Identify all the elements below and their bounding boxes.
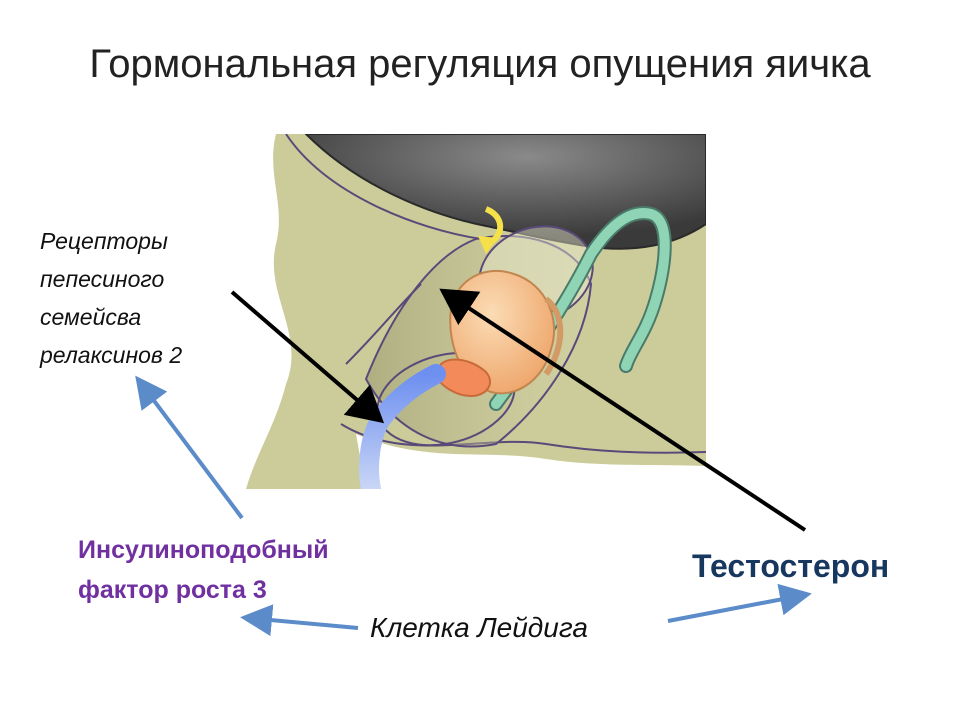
receptor-label-line: релаксинов 2 bbox=[40, 342, 183, 368]
leydig-to-igf-arrow bbox=[240, 604, 359, 637]
receptor-pointer-arrow bbox=[230, 290, 385, 424]
canal-edge bbox=[345, 283, 422, 365]
testosterone-pointer-arrow bbox=[439, 288, 807, 532]
igf3-label-line: Инсулиноподобный bbox=[78, 536, 329, 564]
igf3-label-line: фактор роста 3 bbox=[78, 576, 267, 604]
receptor-label: Рецепторы пепесиного семейсва релаксинов… bbox=[40, 222, 182, 374]
receptor-label-line: Рецепторы bbox=[40, 228, 168, 254]
testosterone-label: Тестостерон bbox=[692, 548, 890, 584]
lower-space bbox=[356, 434, 706, 489]
gubernaculum-head bbox=[434, 358, 491, 398]
slide-title: Гормональная регуляция опущения яичка bbox=[89, 42, 871, 86]
outer-space bbox=[246, 134, 292, 489]
receptor-label-line: пепесиного bbox=[40, 266, 165, 292]
receptor-label-line: семейсва bbox=[40, 304, 142, 330]
leydig-cell-label: Клетка Лейдига bbox=[370, 612, 588, 643]
peritoneum-line bbox=[285, 134, 482, 240]
igf-to-receptor-arrow bbox=[135, 375, 244, 520]
descent-arrowhead bbox=[478, 236, 498, 254]
lower-tissue-line bbox=[340, 423, 706, 454]
igf3-label: Инсулиноподобный фактор роста 3 bbox=[78, 530, 329, 610]
epididymis bbox=[543, 296, 564, 376]
leydig-to-testosterone-arrow bbox=[667, 583, 812, 623]
